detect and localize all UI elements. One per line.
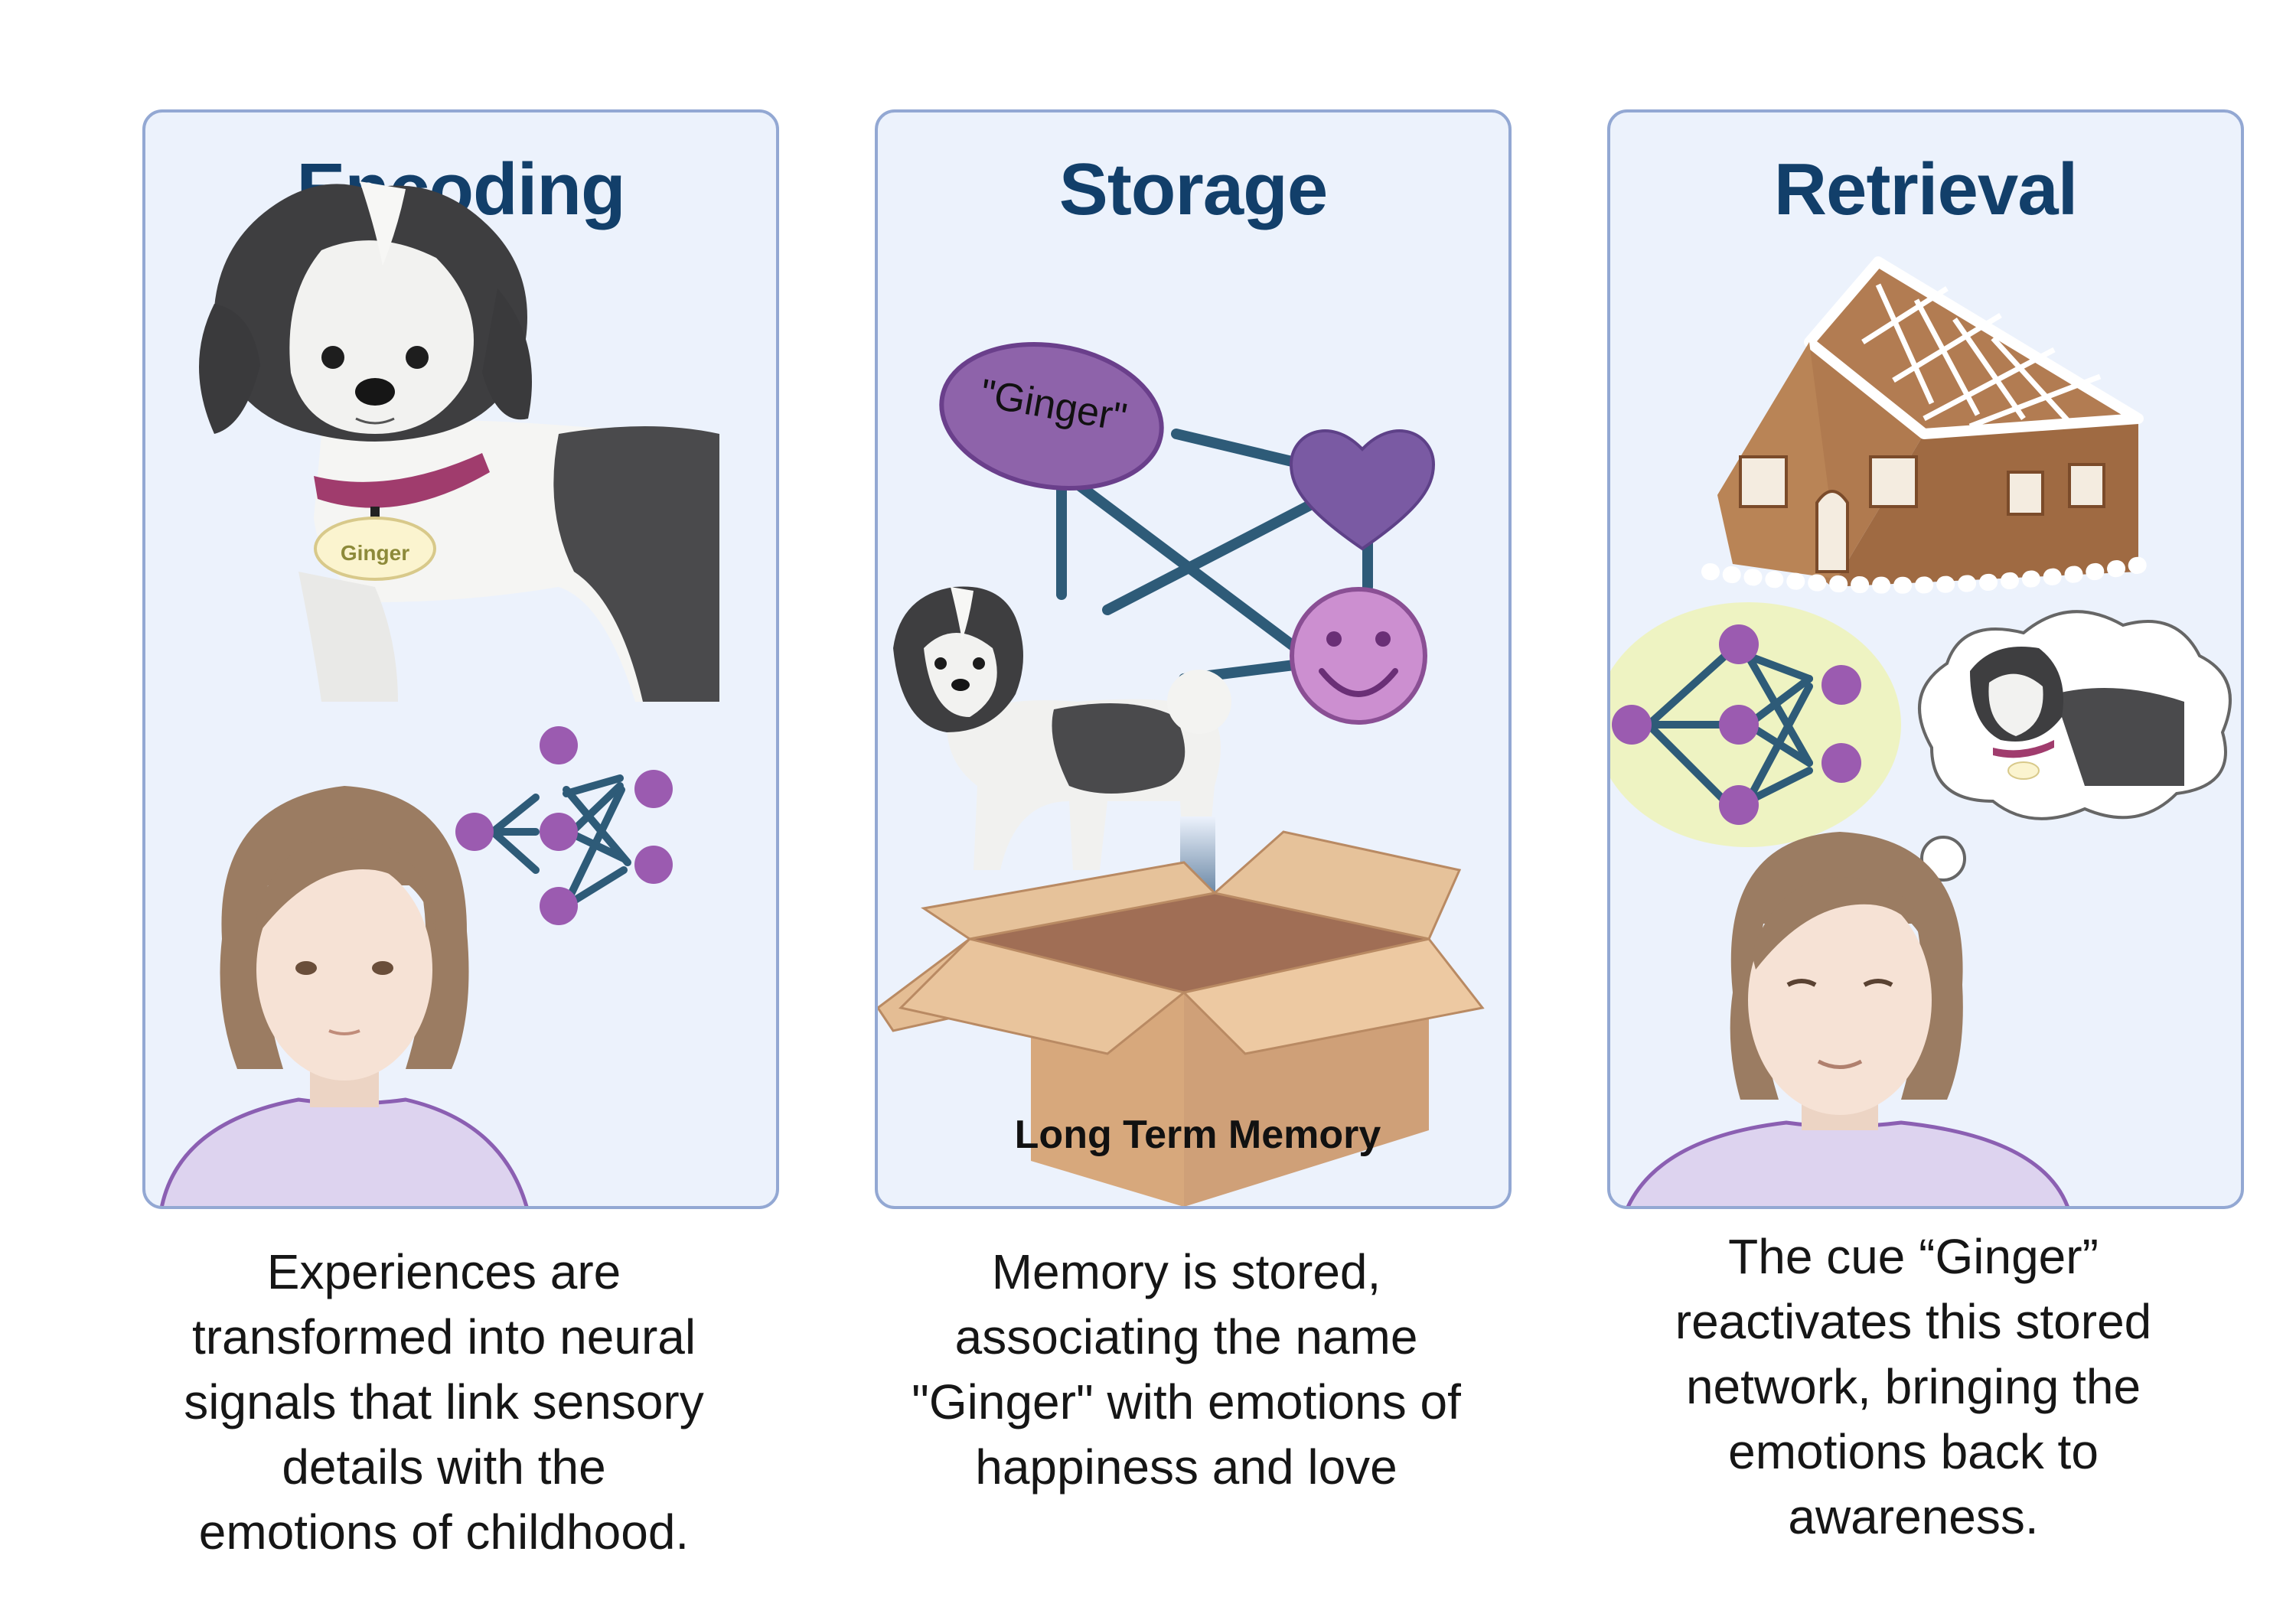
- caption-line: details with the: [282, 1439, 606, 1495]
- retrieval-caption: The cue “Ginger” reactivates this stored…: [1584, 1224, 2242, 1550]
- caption-line: reactivates this stored: [1675, 1294, 2152, 1349]
- panel-title: Storage: [1058, 148, 1328, 230]
- encoding-art: Ginger: [160, 181, 719, 1206]
- caption-line: happiness and love: [975, 1439, 1397, 1495]
- encoding-panel: Encoding Ginger: [142, 109, 779, 1209]
- thought-bubble-icon: [1903, 610, 2232, 914]
- caption-line: "Ginger" with emotions of: [912, 1374, 1461, 1429]
- caption-line: Memory is stored,: [991, 1244, 1381, 1299]
- retrieval-panel: Retrieval: [1607, 109, 2244, 1209]
- caption-line: Experiences are: [266, 1244, 621, 1299]
- smiley-icon: [1290, 587, 1427, 725]
- storage-art: "Ginger": [878, 341, 1485, 1206]
- caption-line: associating the name: [954, 1309, 1418, 1364]
- box-label: Long Term Memory: [1015, 1113, 1381, 1157]
- encoding-caption: Experiences are transformed into neural …: [115, 1240, 773, 1565]
- caption-line: signals that link sensory: [184, 1374, 704, 1429]
- girl-icon: [160, 786, 529, 1206]
- neural-network-icon: [1612, 624, 1861, 825]
- dog-icon: [893, 586, 1231, 870]
- storage-panel: Storage "Ginger": [875, 109, 1512, 1209]
- cardboard-box-icon: [878, 830, 1485, 1206]
- storage-caption: Memory is stored, associating the name "…: [857, 1240, 1515, 1500]
- caption-line: The cue “Ginger”: [1728, 1229, 2099, 1284]
- caption-line: network, bringing the: [1685, 1359, 2141, 1414]
- panel-title: Retrieval: [1773, 148, 2079, 230]
- retrieval-art: [1610, 256, 2232, 1206]
- heart-icon: [1289, 429, 1436, 551]
- dog-icon: [199, 181, 719, 702]
- woman-icon: [1626, 832, 2069, 1206]
- gingerbread-house-icon: [1701, 256, 2154, 594]
- caption-line: emotions back to: [1728, 1424, 2099, 1479]
- caption-line: transformed into neural: [191, 1309, 696, 1364]
- caption-line: emotions of childhood.: [198, 1504, 690, 1560]
- collar-tag-label: Ginger: [341, 541, 409, 565]
- neural-network-icon: [455, 726, 673, 925]
- name-bubble: [939, 341, 1164, 491]
- caption-line: awareness.: [1788, 1489, 2039, 1544]
